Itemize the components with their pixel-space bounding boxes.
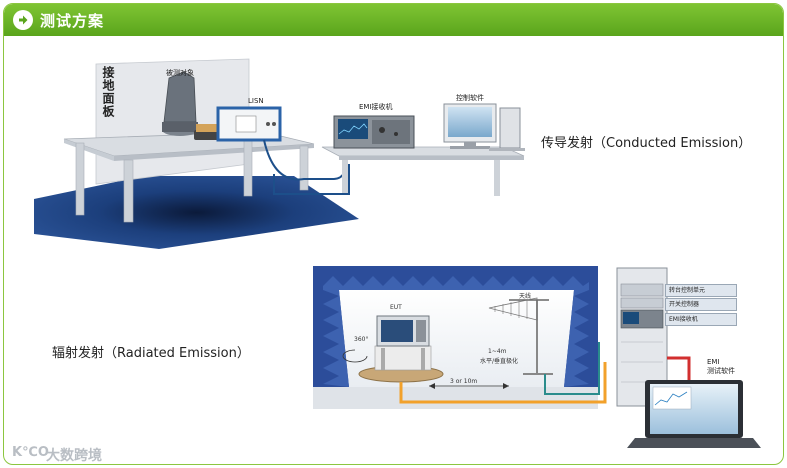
emi-receiver-rack-label: EMI接收机: [665, 313, 737, 326]
control-pc-tower: [499, 107, 521, 149]
antenna-label: 天线: [519, 293, 532, 300]
watermark-logo: K℃O: [12, 445, 49, 460]
log-periodic-antenna: [488, 297, 538, 321]
table-leg: [75, 142, 85, 216]
control-software-label: 控制软件: [456, 94, 484, 102]
turntable-rotation-label: 360°: [354, 336, 369, 343]
conducted-emission-scene: [34, 58, 525, 249]
conducted-emission-caption: 传导发射（Conducted Emission）: [541, 136, 752, 151]
ground-plane-label: 接地面板: [101, 66, 115, 118]
section-header: 测试方案: [4, 4, 783, 36]
eut-label-radiated: EUT: [390, 304, 402, 311]
antenna-height-label: 1~4m: [488, 348, 507, 355]
switch-controller-label: 开关控制器: [665, 298, 737, 311]
measurement-distance-label: 3 or 10m: [450, 378, 478, 385]
eut-device: [163, 71, 197, 123]
table-leg: [299, 145, 309, 191]
lisn-label: LISN: [248, 97, 264, 105]
table-leg: [494, 160, 500, 196]
emi-receiver-label: EMI接收机: [359, 103, 393, 111]
turntable-control-unit-label: 转台控制单元: [665, 284, 737, 297]
table-leg: [342, 160, 348, 194]
section-title: 测试方案: [40, 12, 105, 30]
table-leg: [123, 159, 134, 223]
eut-label: 被测对象: [166, 69, 194, 77]
table-leg: [243, 135, 253, 197]
radiated-emission-caption: 辐射发射（Radiated Emission）: [52, 346, 250, 361]
watermark-text: 大数跨境: [46, 448, 102, 464]
emi-test-software-label: EMI 测试软件: [707, 358, 735, 375]
radiated-emission-scene: [313, 266, 761, 448]
test-plan-panel: 测试方案: [3, 3, 784, 465]
laptop-base: [627, 438, 761, 448]
arrow-right-circle-icon: [13, 10, 33, 30]
polarization-label: 水平/垂直极化: [480, 358, 519, 365]
